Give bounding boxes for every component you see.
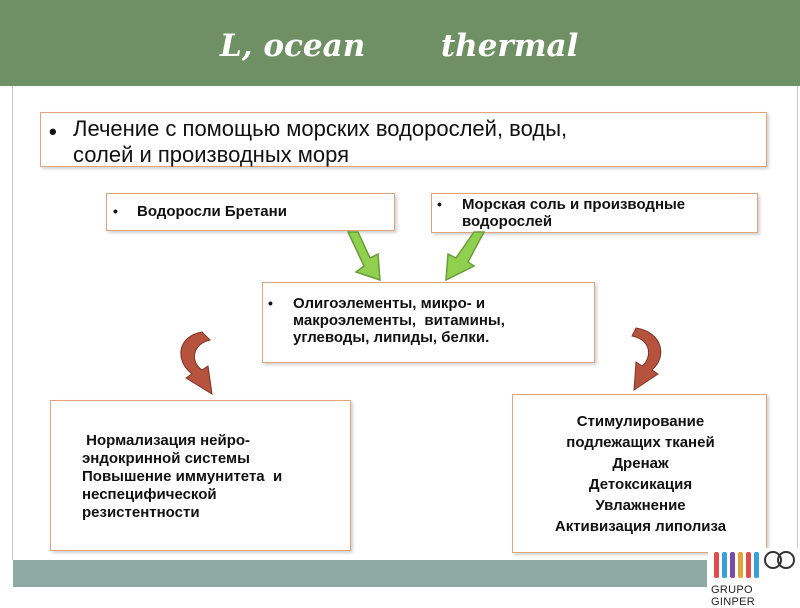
- curved-arrow-right: [631, 327, 662, 391]
- slide-frame: [12, 86, 798, 560]
- neuro-endocrine-text: Нормализация нейро- эндокринной системы …: [82, 432, 350, 522]
- text-line: Активизация липолиза: [554, 518, 727, 535]
- text-line: Повышение иммунитета и: [82, 468, 283, 485]
- text-line: Лечение с помощью морских водорослей, во…: [73, 116, 568, 141]
- box-brittany-algae: • Водоросли Бретани: [106, 193, 395, 231]
- green-arrow-left: [346, 231, 381, 282]
- box-sea-salt: • Морская соль и производные водорослей: [431, 193, 758, 233]
- text-line: эндокринной системы: [82, 450, 250, 467]
- logo-icon: [714, 551, 795, 578]
- text-line: резистентности: [82, 504, 200, 521]
- main-treatment-text: Лечение с помощью морских водорослей, во…: [73, 116, 567, 168]
- text-line: неспецифической: [82, 486, 217, 503]
- slide-header: L, ocean thermal: [0, 0, 800, 86]
- text-line: Морская соль и производные: [462, 196, 686, 213]
- trace-elements-text: Олигоэлементы, микро- и макроэлементы, в…: [293, 295, 588, 346]
- text-line: Дренаж: [612, 455, 669, 472]
- slide-title: L, ocean thermal: [220, 28, 579, 64]
- box-neuro-endocrine: Нормализация нейро- эндокринной системы …: [50, 400, 351, 551]
- bullet: •: [268, 295, 273, 311]
- box-tissue-stimulation: Стимулирование подлежащих тканей Дренаж …: [512, 394, 767, 553]
- bullet: •: [49, 119, 57, 144]
- text-line: Увлажнение: [595, 497, 686, 514]
- bullet: •: [113, 203, 118, 219]
- text-line: Нормализация нейро-: [82, 432, 251, 449]
- logo-text: GRUPO GINPER: [711, 584, 755, 608]
- green-arrow-right: [445, 231, 486, 282]
- grupo-ginper-logo: GRUPO GINPER: [708, 548, 798, 608]
- box-main-treatment: • Лечение с помощью морских водорослей, …: [40, 112, 767, 167]
- brittany-algae-text: Водоросли Бретани: [137, 203, 287, 220]
- box-trace-elements: • Олигоэлементы, микро- и макроэлементы,…: [262, 282, 595, 363]
- bullet: •: [437, 196, 442, 212]
- text-line: Стимулирование: [576, 413, 705, 430]
- text-line: подлежащих тканей: [566, 434, 715, 451]
- text-line: солей и производных моря: [73, 142, 349, 167]
- tissue-stimulation-text: Стимулирование подлежащих тканей Дренаж …: [513, 411, 768, 537]
- text-line: Детоксикация: [588, 476, 693, 493]
- text-line: Олигоэлементы, микро- и: [293, 295, 486, 312]
- text-line: углеводы, липиды, белки.: [293, 329, 490, 346]
- curved-arrow-left: [180, 331, 213, 395]
- text-line: водорослей: [462, 213, 553, 230]
- sea-salt-text: Морская соль и производные водорослей: [462, 196, 752, 230]
- text-line: макроэлементы, витамины,: [293, 312, 505, 329]
- footer-bar: [13, 560, 707, 587]
